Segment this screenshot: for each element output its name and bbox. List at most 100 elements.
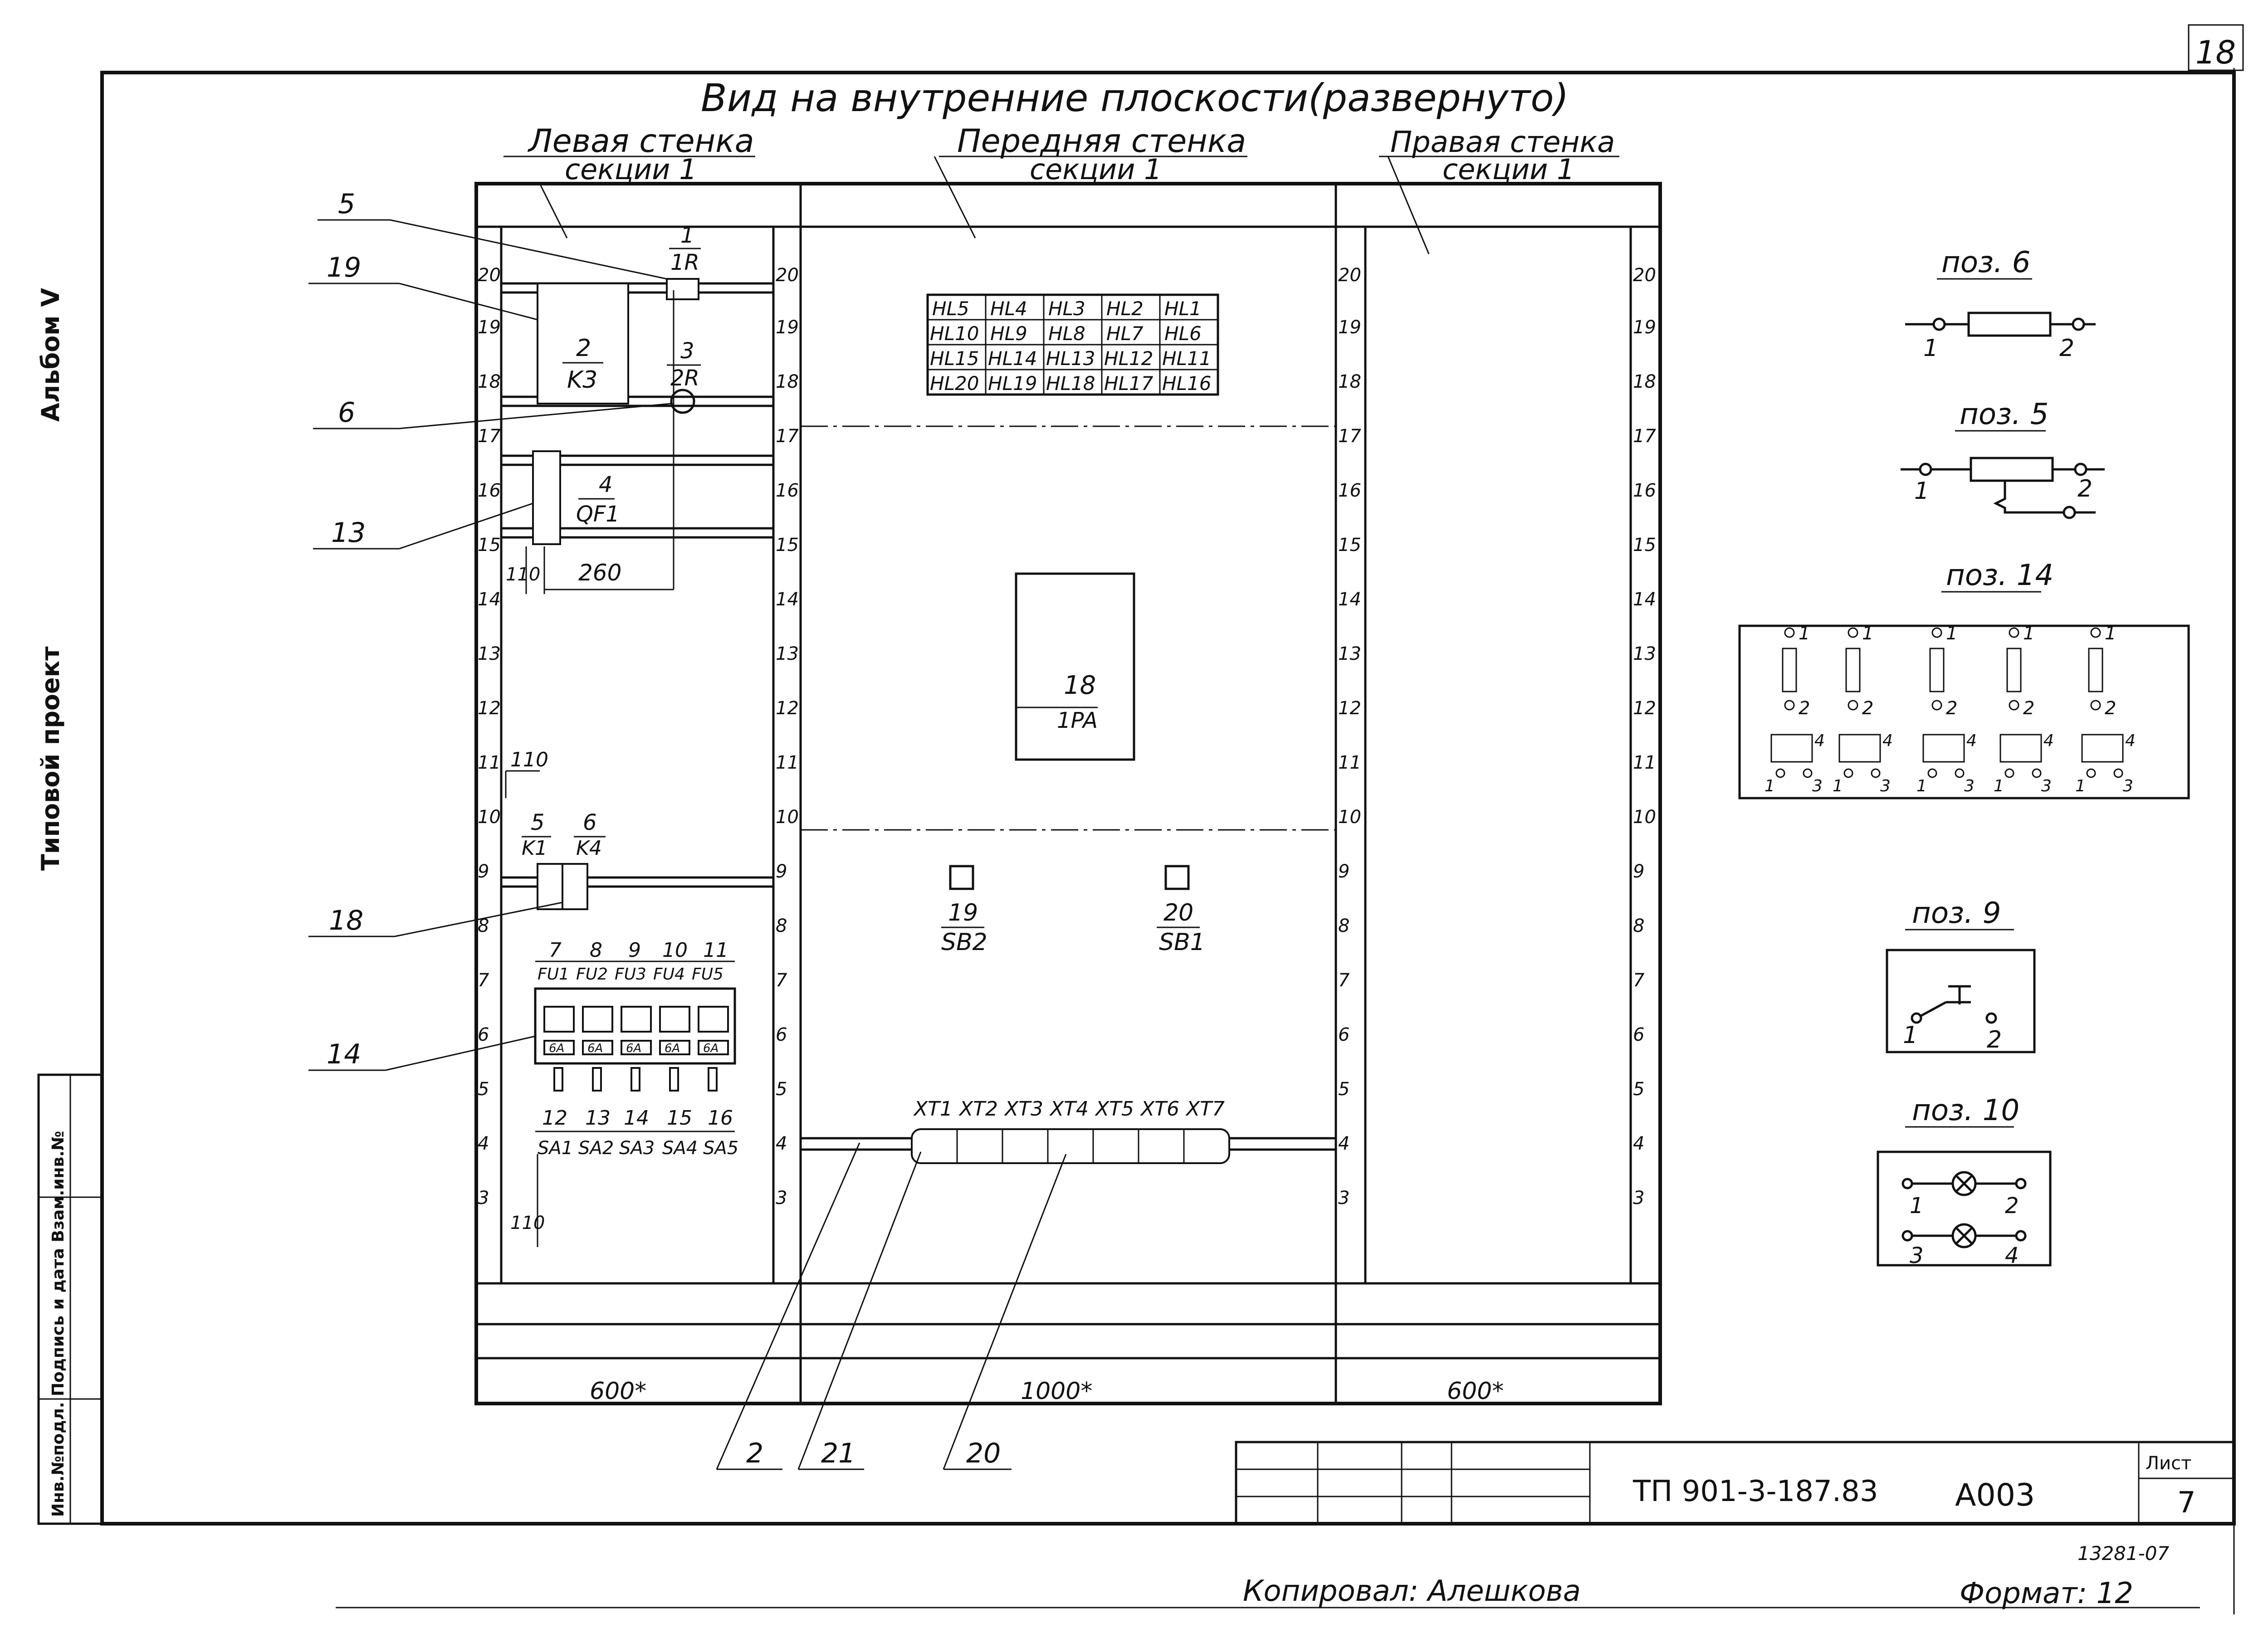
svg-text:1: 1 <box>1910 1193 1924 1219</box>
svg-text:SA5: SA5 <box>703 1138 738 1159</box>
svg-text:6A: 6A <box>549 1042 564 1055</box>
device18-code: 1PA <box>1057 708 1098 733</box>
svg-text:HL2: HL2 <box>1106 297 1144 320</box>
left-wall-label: Левая стенка <box>527 122 754 160</box>
svg-text:20: 20 <box>776 265 799 286</box>
svg-text:15: 15 <box>1633 535 1656 556</box>
svg-text:1: 1 <box>1903 1022 1918 1049</box>
svg-text:11: 11 <box>776 752 799 773</box>
svg-text:19: 19 <box>478 317 501 338</box>
device18-num: 18 <box>1064 671 1096 700</box>
svg-text:HL18: HL18 <box>1046 372 1095 395</box>
view-title: Вид на внутренние плоскости(развернуто) <box>701 76 1569 120</box>
svg-text:HL12: HL12 <box>1104 347 1153 370</box>
svg-text:4: 4 <box>478 1133 489 1154</box>
button19-num: 19 <box>948 899 978 926</box>
svg-text:HL9: HL9 <box>990 322 1027 345</box>
format-label: Формат: 12 <box>1960 1577 2133 1610</box>
svg-text:XT3: XT3 <box>1004 1097 1043 1121</box>
button20-num: 20 <box>1163 899 1193 926</box>
dim-260: 260 <box>578 560 621 586</box>
svg-text:4: 4 <box>2043 731 2054 750</box>
svg-text:12: 12 <box>542 1106 567 1130</box>
bottom-callouts: 2 21 20 <box>716 1142 1067 1470</box>
svg-text:3: 3 <box>478 1188 489 1209</box>
svg-text:15: 15 <box>776 535 799 556</box>
svg-text:11: 11 <box>703 939 728 962</box>
svg-text:18: 18 <box>1633 371 1656 392</box>
dim-110-bottom: 110 <box>510 1213 545 1233</box>
svg-text:14: 14 <box>1633 589 1656 610</box>
svg-text:21: 21 <box>821 1438 855 1469</box>
relay-K4 <box>562 863 588 910</box>
svg-text:19: 19 <box>776 317 799 338</box>
left-callouts: 5 19 6 13 18 14 <box>308 188 672 1071</box>
svg-text:FU3: FU3 <box>615 965 646 984</box>
dim-110-mid: 110 <box>510 748 548 771</box>
fuse-labels: 7 FU1 8 FU2 9 FU3 10 FU4 11 FU5 <box>538 939 728 984</box>
svg-text:18: 18 <box>776 371 799 392</box>
svg-text:2: 2 <box>2105 698 2116 719</box>
svg-text:2: 2 <box>2005 1193 2019 1219</box>
right-wall-label: Правая стенка <box>1390 126 1615 159</box>
svg-text:HL4: HL4 <box>990 297 1027 320</box>
svg-text:6A: 6A <box>626 1042 641 1055</box>
svg-text:2: 2 <box>746 1438 763 1469</box>
dim-right-width: 600* <box>1447 1378 1504 1405</box>
svg-text:SA3: SA3 <box>619 1138 655 1159</box>
svg-text:4: 4 <box>1882 731 1893 750</box>
relay6-code: K4 <box>576 837 602 860</box>
switch-toggles <box>553 1067 718 1092</box>
ammeter-1PA <box>1015 572 1135 761</box>
front-wall-label: Передняя стенка <box>957 122 1246 160</box>
svg-text:2: 2 <box>2077 475 2092 502</box>
svg-text:18: 18 <box>478 371 501 392</box>
album-label: Альбом V <box>36 288 65 422</box>
scale-left: 20 19 18 17 16 15 14 13 12 11 10 9 8 7 6… <box>478 265 501 1209</box>
button-SB2 <box>949 865 974 890</box>
svg-text:7: 7 <box>549 939 562 962</box>
svg-text:HL7: HL7 <box>1106 322 1144 345</box>
svg-text:4: 4 <box>1814 731 1825 750</box>
svg-text:3: 3 <box>776 1188 787 1209</box>
svg-text:поз. 10: поз. 10 <box>1912 1094 2019 1127</box>
comp1-num: 1 <box>680 223 694 248</box>
comp2-num: 2 <box>576 335 591 362</box>
svg-text:1: 1 <box>2105 623 2116 644</box>
svg-text:3: 3 <box>1910 1243 1924 1268</box>
svg-text:1: 1 <box>1833 777 1843 795</box>
svg-text:6: 6 <box>338 397 355 429</box>
svg-text:4: 4 <box>2005 1243 2019 1268</box>
svg-text:HL13: HL13 <box>1046 347 1095 370</box>
svg-text:9: 9 <box>628 939 641 962</box>
svg-text:поз. 14: поз. 14 <box>1946 559 2053 592</box>
right-wall-label-2: секции 1 <box>1442 153 1575 186</box>
svg-text:9: 9 <box>478 861 489 882</box>
sheet-corner-number: 18 <box>2195 34 2236 71</box>
pos10-detail: поз. 10 1 2 3 4 <box>1877 1094 2052 1268</box>
comp4-num: 4 <box>599 472 613 497</box>
svg-text:2: 2 <box>2059 335 2074 362</box>
svg-text:7: 7 <box>478 970 489 991</box>
svg-text:HL6: HL6 <box>1164 322 1202 345</box>
svg-text:XT7: XT7 <box>1185 1097 1225 1121</box>
svg-text:11: 11 <box>1633 752 1656 773</box>
dim-front-width: 1000* <box>1021 1378 1092 1405</box>
svg-text:1: 1 <box>1914 478 1929 505</box>
svg-text:13: 13 <box>776 643 799 664</box>
svg-text:4: 4 <box>1338 1133 1349 1154</box>
svg-text:HL10: HL10 <box>930 322 979 345</box>
svg-text:6: 6 <box>776 1024 787 1045</box>
svg-text:4: 4 <box>776 1133 787 1154</box>
button19-code: SB2 <box>941 929 987 956</box>
title-block: ТП 901-3-187.83 А003 Лист 7 <box>1235 1441 2235 1525</box>
svg-text:11: 11 <box>478 752 501 773</box>
dim-left-width: 600* <box>590 1378 646 1405</box>
svg-text:HL11: HL11 <box>1162 347 1211 370</box>
svg-text:15: 15 <box>478 535 501 556</box>
front-wall-label-2: секции 1 <box>1030 153 1162 186</box>
svg-text:7: 7 <box>776 970 787 991</box>
scale-left-inner: 20 19 18 17 16 15 14 13 12 11 10 9 8 7 6… <box>776 265 799 1209</box>
svg-text:16: 16 <box>776 480 799 501</box>
